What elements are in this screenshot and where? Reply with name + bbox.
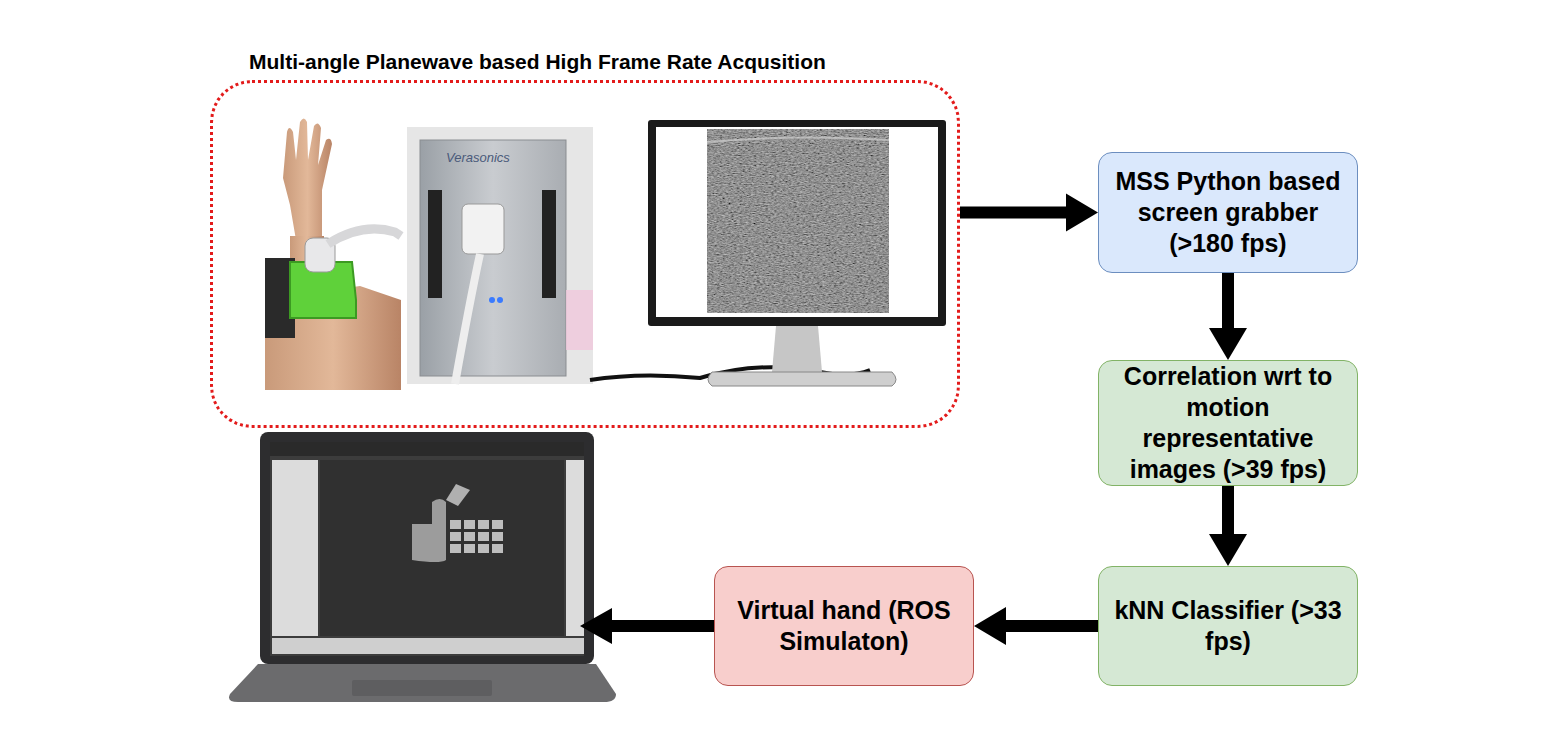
flow-arrow bbox=[1209, 486, 1247, 566]
box-label: MSS Python based screen grabber (>180 fp… bbox=[1099, 166, 1357, 259]
flow-arrow bbox=[960, 194, 1098, 232]
box-label: Virtual hand (ROS Simulaton) bbox=[715, 595, 973, 657]
output-box: Virtual hand (ROS Simulaton) bbox=[714, 566, 974, 686]
monitor bbox=[648, 120, 946, 386]
process-box: kNN Classifier (>33 fps) bbox=[1098, 566, 1358, 686]
box-label: kNN Classifier (>33 fps) bbox=[1099, 595, 1357, 657]
process-box: Correlation wrt to motion representative… bbox=[1098, 360, 1358, 486]
group-heading: Multi-angle Planewave based High Frame R… bbox=[249, 50, 826, 74]
process-box: MSS Python based screen grabber (>180 fp… bbox=[1098, 152, 1358, 273]
laptop bbox=[229, 432, 616, 702]
brand-label: Verasonics bbox=[446, 150, 510, 165]
arm-photo bbox=[265, 112, 401, 390]
box-label: Correlation wrt to motion representative… bbox=[1099, 361, 1357, 485]
verasonics-photo bbox=[407, 127, 593, 384]
flow-arrow bbox=[974, 607, 1098, 645]
arrow-to-laptop bbox=[580, 608, 714, 644]
flow-arrow bbox=[1209, 273, 1247, 360]
acquisition-group: Multi-angle Planewave based High Frame R… bbox=[210, 80, 960, 428]
